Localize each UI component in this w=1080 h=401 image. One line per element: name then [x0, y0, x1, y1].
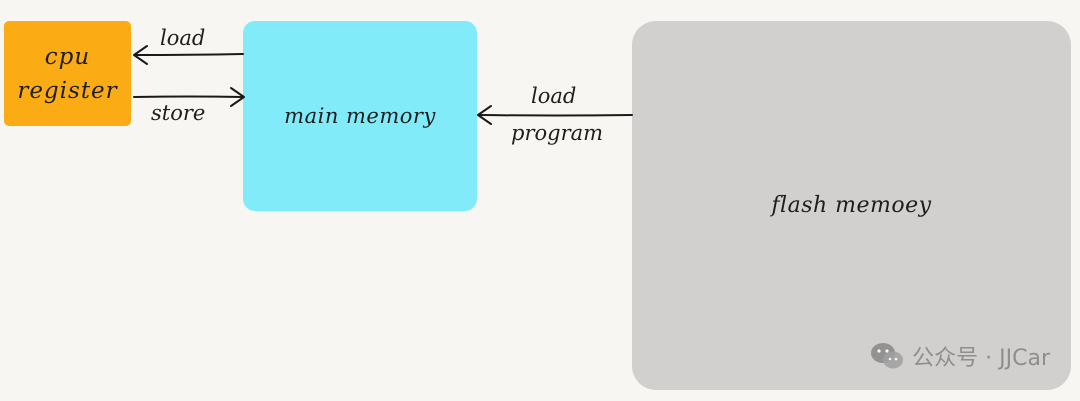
load-label: load — [160, 26, 206, 50]
load-program-arrow — [478, 114, 633, 117]
cpu-register-label-line2: register — [17, 77, 118, 104]
cpu-register-box: cpu register — [4, 21, 131, 126]
store-label: store — [151, 101, 206, 125]
load-arrow — [134, 53, 244, 56]
watermark-text: 公众号 · JJCar — [912, 346, 1050, 371]
main-memory-box: main memory — [243, 21, 477, 211]
load-program-arrowhead — [477, 105, 492, 125]
load-arrowhead — [133, 45, 148, 65]
cpu-register-label-line1: cpu — [44, 43, 91, 70]
main-memory-label: main memory — [284, 104, 436, 128]
load-program-label-line2: program — [511, 121, 604, 145]
load-program-label-line1: load — [531, 84, 577, 108]
flash-memory-box: flash memoey — [632, 21, 1071, 390]
wechat-icon — [871, 343, 904, 369]
store-arrow — [133, 95, 244, 98]
store-arrowhead — [230, 87, 245, 107]
flash-memory-label: flash memoey — [771, 193, 932, 218]
watermark: 公众号 · JJCar — [870, 340, 1050, 372]
